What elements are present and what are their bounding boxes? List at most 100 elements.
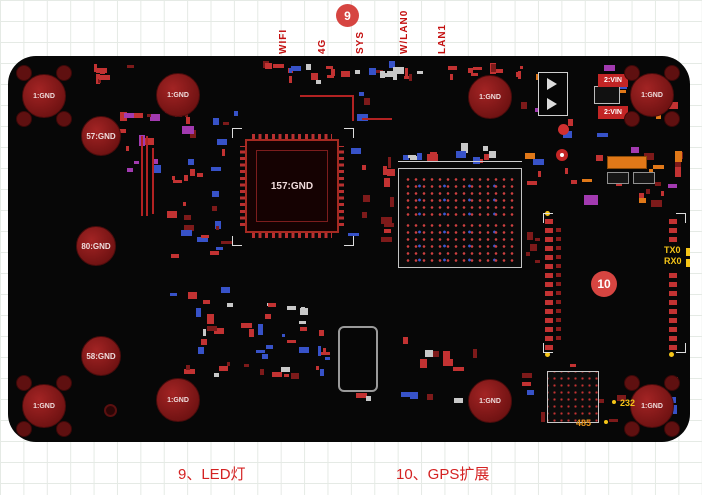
gnd-pad-corner: 1:GND <box>630 73 674 117</box>
gnd-via <box>624 65 640 81</box>
gps-pad <box>669 318 677 323</box>
component-pad <box>376 70 384 74</box>
component-pad <box>402 154 409 160</box>
component-pad <box>214 373 220 378</box>
component-pad <box>99 69 105 74</box>
component-pad <box>669 102 679 110</box>
component-pad <box>288 67 292 73</box>
component-pad <box>316 366 320 371</box>
component-pad <box>216 226 220 231</box>
gnd-via <box>16 111 32 127</box>
gps-pad <box>556 273 561 277</box>
gps-pad <box>545 246 553 251</box>
gps-pad <box>545 219 553 224</box>
gnd-via <box>56 111 72 127</box>
component-pad <box>443 351 451 361</box>
corner-mark <box>232 236 242 246</box>
ic-orange <box>607 156 647 169</box>
component-pad <box>581 179 592 183</box>
gps-pad <box>669 327 677 332</box>
component-pad <box>215 246 223 250</box>
gps-pad <box>556 282 561 286</box>
component-pad <box>183 369 195 375</box>
component-pad <box>530 243 538 251</box>
component-pad <box>565 168 569 175</box>
corner-mark <box>676 343 686 353</box>
component-pad <box>201 235 210 239</box>
gnd-pad-corner: 1:GND <box>468 75 512 119</box>
component-pad <box>409 155 419 160</box>
component-pad <box>470 73 478 77</box>
component-pad <box>355 393 367 399</box>
component-pad <box>212 191 220 198</box>
component-pad <box>618 89 627 93</box>
ic <box>584 195 598 205</box>
component-pad <box>667 183 677 188</box>
gps-pad <box>669 282 677 287</box>
component-pad <box>645 189 650 195</box>
component-pad <box>517 71 521 80</box>
component-pad <box>98 79 102 84</box>
component-pad <box>197 347 204 355</box>
component-pad <box>149 113 160 121</box>
gnd-pad-corner: 1:GND <box>156 73 200 117</box>
component-pad <box>432 351 439 358</box>
component-pad <box>234 111 239 117</box>
gnd-pad-58: 58:GND <box>81 336 121 376</box>
component-pad <box>167 211 178 219</box>
gps-pad <box>669 237 677 242</box>
chip-pins <box>240 146 245 226</box>
component-pad <box>362 195 370 203</box>
corner-mark <box>676 213 686 223</box>
gps-pad <box>556 228 561 232</box>
component-pad <box>429 152 437 156</box>
trace <box>152 148 154 214</box>
gps-pad <box>545 318 553 323</box>
component-pad <box>473 157 481 165</box>
chip-pins <box>252 233 332 238</box>
component-pad <box>361 165 366 171</box>
component-pad <box>207 313 215 324</box>
rs232-label: 232 <box>620 398 636 408</box>
gnd-pad-57: 57:GND <box>81 116 121 156</box>
gps-pad <box>545 228 553 233</box>
gps-pad <box>545 327 553 332</box>
component-pad <box>322 348 326 354</box>
component-pad <box>291 65 302 71</box>
component-pad <box>331 69 336 77</box>
component-pad <box>526 251 531 256</box>
component-pad <box>196 308 202 318</box>
gps-pad <box>556 309 561 313</box>
component-pad <box>384 72 395 77</box>
trace <box>300 95 354 97</box>
gps-pad <box>669 309 677 314</box>
component-pad <box>264 314 271 320</box>
component-pad <box>182 202 186 207</box>
component-pad <box>416 152 422 160</box>
gps-pad <box>669 345 677 350</box>
component-pad <box>214 220 221 229</box>
gps-pad <box>556 264 561 268</box>
component-pad <box>381 237 390 243</box>
component-pad <box>133 112 143 118</box>
component-pad <box>220 241 232 245</box>
component-pad <box>244 364 250 368</box>
component-pad <box>146 114 151 118</box>
component-pad <box>187 292 197 300</box>
component-pad <box>616 182 623 186</box>
component-pad <box>535 238 541 242</box>
component-pad <box>525 152 536 159</box>
component-pad <box>570 364 577 368</box>
corner-mark <box>344 128 354 138</box>
gnd-via <box>56 65 72 81</box>
component-pad <box>383 177 390 187</box>
component-pad <box>571 179 578 184</box>
component-pad <box>482 146 488 152</box>
gps-pad <box>545 264 553 269</box>
rx0-label: RX0 <box>664 256 682 266</box>
component-pad <box>533 159 545 166</box>
component-pad <box>321 352 331 356</box>
component-pad <box>483 154 489 161</box>
corner-mark <box>543 213 553 223</box>
component-pad <box>567 119 573 127</box>
